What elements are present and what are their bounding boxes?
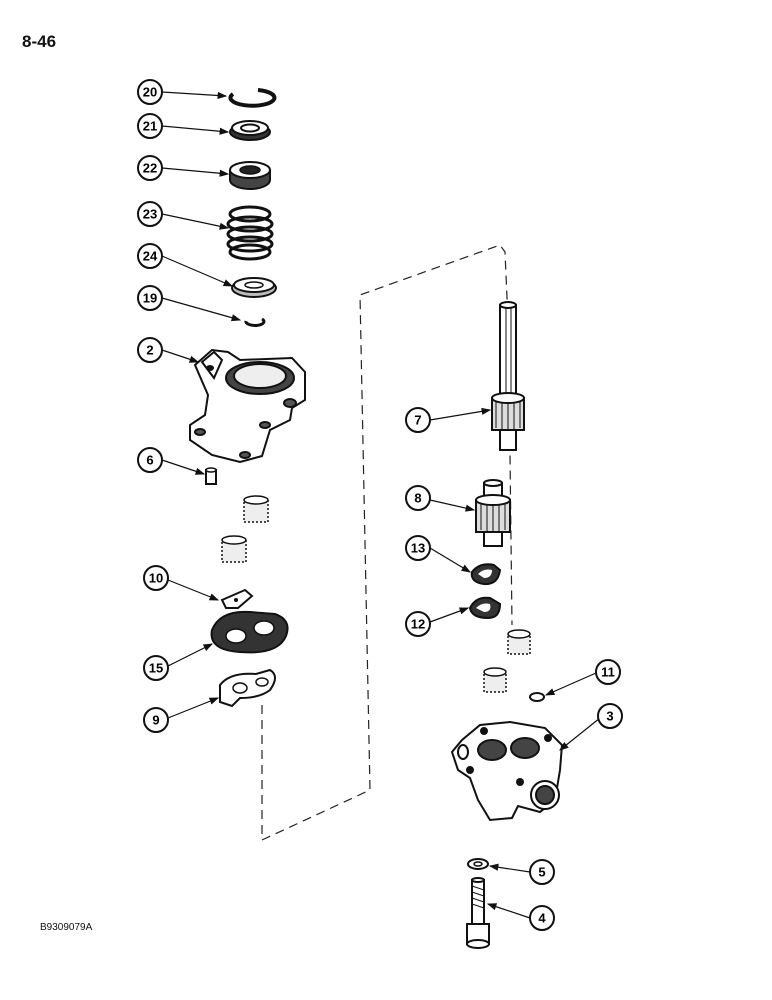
svg-text:9: 9 [152, 713, 159, 728]
callout-7: 7 [405, 407, 431, 433]
left-bushing-lower [221, 535, 247, 563]
svg-text:10: 10 [149, 571, 163, 586]
leader-20 [161, 91, 228, 100]
callout-4: 4 [529, 905, 555, 931]
leader-10 [167, 579, 220, 601]
svg-text:13: 13 [411, 541, 425, 556]
callout-20: 20 [137, 79, 163, 105]
part-8-idler-gear [475, 479, 511, 547]
part-23-spring [226, 205, 274, 261]
leader-8 [429, 499, 476, 512]
part-20-snap-ring [228, 88, 277, 108]
svg-text:6: 6 [146, 453, 153, 468]
svg-text:12: 12 [411, 617, 425, 632]
svg-text:21: 21 [143, 119, 157, 134]
left-bushing-upper [243, 495, 269, 523]
callout-10: 10 [143, 565, 169, 591]
page-number: 8-46 [22, 32, 57, 51]
leader-4 [486, 903, 531, 919]
right-bushing-lower [483, 667, 507, 693]
part-3-pump-body [450, 720, 564, 822]
svg-text:15: 15 [149, 661, 163, 676]
callout-5: 5 [529, 859, 555, 885]
leader-15 [167, 643, 214, 667]
leader-22 [161, 167, 230, 177]
part-9-gasket [219, 668, 276, 708]
callout-22: 22 [137, 155, 163, 181]
svg-text:20: 20 [143, 85, 157, 100]
figure-code: B9309079A [40, 922, 93, 933]
svg-text:5: 5 [538, 865, 545, 880]
part-24-spring-seat [231, 277, 277, 298]
svg-text:2: 2 [146, 343, 153, 358]
callout-9: 9 [143, 707, 169, 733]
callout-6: 6 [137, 447, 163, 473]
svg-text:22: 22 [143, 161, 157, 176]
leader-7 [429, 407, 492, 421]
part-6-dowel-pin [205, 467, 217, 485]
callout-24: 24 [137, 243, 163, 269]
leader-23 [161, 213, 230, 230]
part-12-seal-plate [468, 596, 502, 620]
callout-13: 13 [405, 535, 431, 561]
callout-15: 15 [143, 655, 169, 681]
svg-text:19: 19 [143, 291, 157, 306]
callout-21: 21 [137, 113, 163, 139]
callout-8: 8 [405, 485, 431, 511]
callout-23: 23 [137, 201, 163, 227]
leader-11 [544, 672, 597, 696]
part-13-pressure-plate [470, 563, 502, 586]
svg-text:24: 24 [143, 249, 158, 264]
callout-2: 2 [137, 337, 163, 363]
part-10-plate [220, 588, 254, 609]
callout-19: 19 [137, 285, 163, 311]
part-7-drive-gear-shaft [491, 301, 525, 451]
leader-2 [161, 349, 200, 363]
right-bushing-upper [507, 629, 531, 655]
leader-5 [488, 863, 531, 873]
leader-19 [161, 297, 242, 322]
leader-6 [161, 459, 206, 475]
part-4-cap-screw [466, 877, 490, 949]
leader-24 [161, 255, 234, 287]
svg-text:4: 4 [538, 911, 546, 926]
leader-9 [167, 697, 220, 719]
part-19-retaining-ring [244, 317, 266, 327]
part-11-o-ring [529, 692, 545, 702]
part-5-washer [467, 858, 489, 870]
part-21-seal [229, 120, 271, 141]
svg-text:8: 8 [414, 491, 421, 506]
leader-21 [161, 125, 230, 135]
part-22-bearing [229, 161, 271, 190]
part-15-seal [210, 610, 289, 654]
svg-text:11: 11 [601, 665, 615, 680]
svg-text:23: 23 [143, 207, 157, 222]
callout-12: 12 [405, 611, 431, 637]
part-2-pump-cover [189, 348, 306, 464]
leader-13 [429, 547, 472, 573]
leader-12 [429, 607, 470, 623]
leader-3 [559, 717, 601, 751]
callout-3: 3 [597, 703, 623, 729]
svg-text:7: 7 [414, 413, 421, 428]
svg-text:3: 3 [606, 709, 613, 724]
callout-11: 11 [595, 659, 621, 685]
